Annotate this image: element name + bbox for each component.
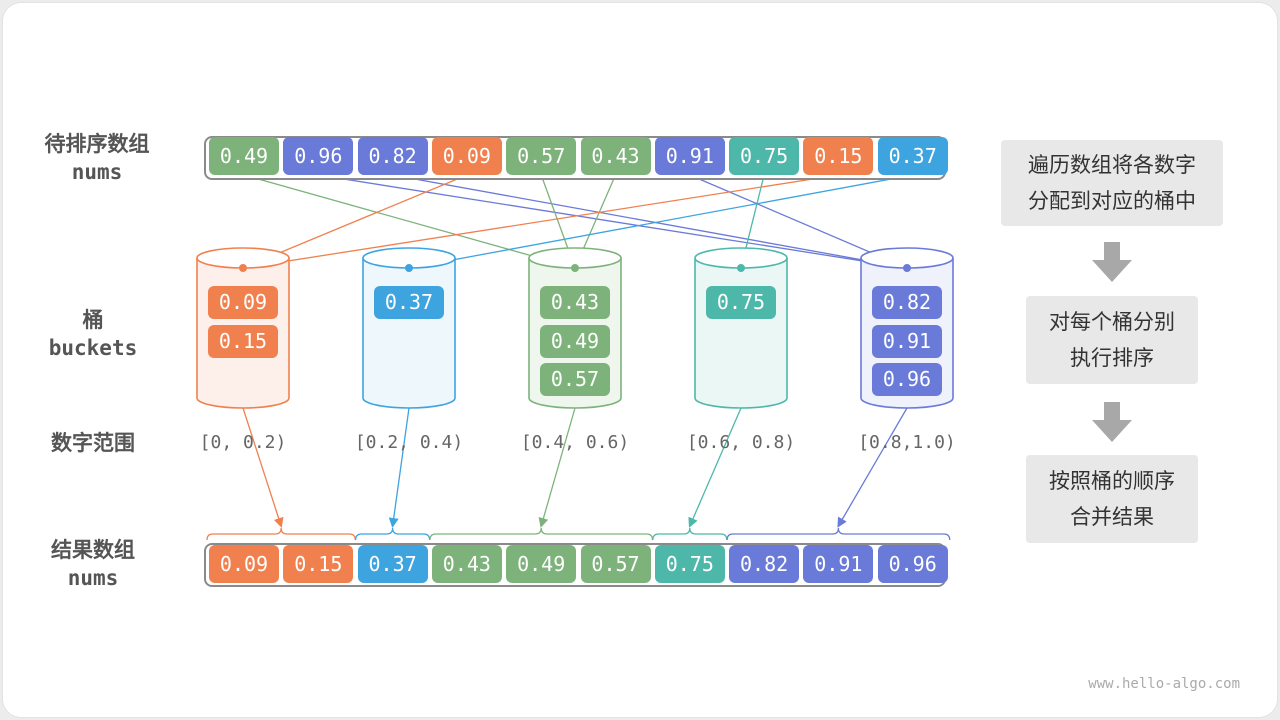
- merge-arrow: [388, 407, 410, 528]
- bucket-range-label: [0, 0.2): [199, 432, 287, 453]
- distribute-line: [243, 174, 576, 269]
- connector-dot: [571, 264, 579, 272]
- arrow-down-icon: [1092, 242, 1132, 282]
- range-label-cn: 数字范围: [51, 431, 135, 455]
- connector-dot: [405, 264, 413, 272]
- input-cell: 0.43: [580, 137, 651, 175]
- output-cell: 0.15: [283, 545, 354, 583]
- bucket-range-label: [0.4, 0.6): [520, 432, 630, 453]
- input-cell: 0.15: [803, 137, 874, 175]
- output-cell: 0.37: [357, 545, 428, 583]
- input-row-label: 待排序数组 nums: [22, 130, 172, 186]
- step-sort-text: 对每个桶分别 执行排序: [1049, 310, 1175, 370]
- output-cell: 0.91: [803, 545, 874, 583]
- input-cell: 0.09: [431, 137, 502, 175]
- distribute-line: [392, 174, 908, 269]
- bucket-item: 0.15: [208, 324, 278, 358]
- connector-dot: [239, 264, 247, 272]
- group-brace: [354, 527, 431, 541]
- merge-arrow: [837, 407, 908, 528]
- distribute-line: [318, 174, 908, 269]
- bucket-item: 0.96: [872, 363, 942, 396]
- output-cell: 0.43: [431, 545, 502, 583]
- bucket-item: 0.91: [872, 324, 942, 358]
- input-label-cn: 待排序数组: [44, 132, 150, 156]
- output-cell: 0.96: [877, 545, 948, 583]
- step-distribute-text: 遍历数组将各数字 分配到对应的桶中: [1028, 153, 1196, 213]
- bucket-item: 0.49: [540, 324, 610, 358]
- input-cell: 0.57: [506, 137, 577, 175]
- step-distribute: 遍历数组将各数字 分配到对应的桶中: [1001, 140, 1223, 226]
- group-brace: [726, 527, 951, 541]
- step-merge: 按照桶的顺序 合并结果: [1026, 455, 1198, 543]
- arrow-down-icon: [1092, 402, 1132, 442]
- output-row-label: 结果数组 nums: [18, 536, 168, 592]
- bucket-item: 0.75: [706, 286, 776, 319]
- bucket-range-label: [0.6, 0.8): [686, 432, 796, 453]
- output-cell: 0.75: [654, 545, 725, 583]
- bucket-range-label: [0.8,1.0): [858, 432, 956, 453]
- output-cell: 0.49: [506, 545, 577, 583]
- input-label-en: nums: [71, 160, 123, 184]
- buckets-label-en: buckets: [48, 336, 138, 360]
- merge-arrow: [538, 407, 576, 528]
- buckets-row-label: 桶 buckets: [18, 306, 168, 362]
- input-cell: 0.49: [209, 137, 279, 175]
- connector-dot: [903, 264, 911, 272]
- group-brace: [652, 527, 728, 541]
- input-cell: 0.91: [654, 137, 725, 175]
- bucket-item: 0.37: [374, 286, 444, 319]
- output-cell: 0.09: [209, 545, 279, 583]
- group-brace: [429, 527, 654, 541]
- input-cell: 0.82: [357, 137, 428, 175]
- range-row-label: 数字范围: [18, 429, 168, 457]
- buckets-label-cn: 桶: [82, 308, 104, 332]
- output-cell: 0.57: [580, 545, 651, 583]
- merge-arrow: [242, 407, 284, 528]
- merge-arrow: [688, 407, 742, 528]
- output-label-en: nums: [67, 566, 119, 590]
- bucket-item: 0.82: [872, 286, 942, 319]
- distribute-line: [242, 174, 839, 269]
- bucket-item: 0.09: [208, 286, 278, 319]
- step-sort-buckets: 对每个桶分别 执行排序: [1026, 296, 1198, 384]
- site-credit: www.hello-algo.com: [1088, 676, 1240, 692]
- distribute-line: [408, 174, 913, 269]
- input-cell: 0.37: [877, 137, 948, 175]
- connector-dot: [737, 264, 745, 272]
- output-label-cn: 结果数组: [51, 538, 135, 562]
- bucket-range-label: [0.2, 0.4): [354, 432, 464, 453]
- step-merge-text: 按照桶的顺序 合并结果: [1049, 469, 1175, 529]
- output-cell: 0.82: [729, 545, 800, 583]
- bucket-item: 0.57: [540, 363, 610, 396]
- input-cell: 0.96: [283, 137, 354, 175]
- bucket-item: 0.43: [540, 286, 610, 319]
- group-brace: [206, 527, 356, 541]
- input-cell: 0.75: [729, 137, 800, 175]
